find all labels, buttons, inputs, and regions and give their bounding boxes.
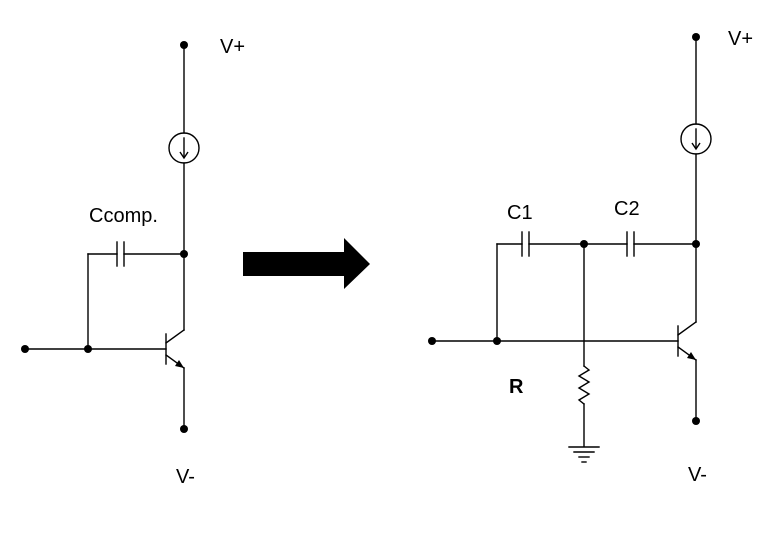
ground-symbol bbox=[568, 446, 600, 463]
resistor-r bbox=[577, 365, 591, 405]
input-terminal-left bbox=[21, 345, 29, 353]
vplus-terminal-right bbox=[692, 33, 700, 41]
c2-label: C2 bbox=[614, 198, 640, 220]
capacitor-c1 bbox=[521, 231, 530, 257]
ccomp-label: Ccomp. bbox=[89, 205, 158, 227]
vplus-terminal-left bbox=[180, 41, 188, 49]
c1-label: C1 bbox=[507, 202, 533, 224]
transistor-right bbox=[677, 243, 697, 422]
vminus-label-right: V- bbox=[688, 464, 707, 486]
current-source-left bbox=[168, 132, 200, 164]
vplus-label-right: V+ bbox=[728, 28, 753, 50]
vminus-terminal-right bbox=[692, 417, 700, 425]
current-source-right bbox=[680, 123, 712, 155]
transform-arrow bbox=[243, 238, 370, 289]
capacitor-c2 bbox=[626, 231, 635, 257]
right-circuit: V+ C1 C2 R V- bbox=[428, 28, 753, 486]
input-terminal-right bbox=[428, 337, 436, 345]
r-label: R bbox=[509, 376, 524, 398]
transistor-left bbox=[165, 253, 185, 430]
capacitor-ccomp bbox=[116, 241, 125, 267]
base-node-left bbox=[84, 345, 92, 353]
base-node-right bbox=[493, 337, 501, 345]
left-circuit: V+ Ccomp. V- bbox=[21, 36, 245, 488]
vminus-terminal-left bbox=[180, 425, 188, 433]
vplus-label-left: V+ bbox=[220, 36, 245, 58]
vminus-label-left: V- bbox=[176, 466, 195, 488]
